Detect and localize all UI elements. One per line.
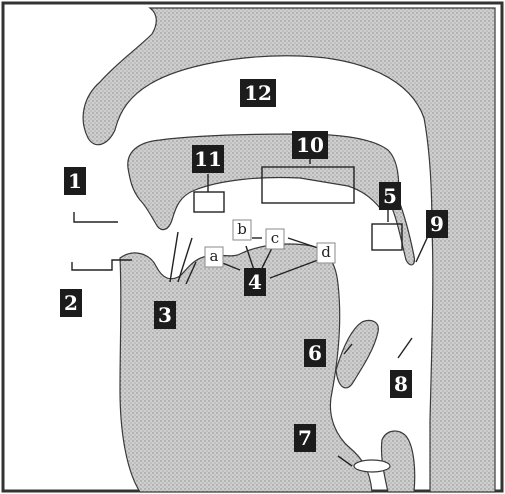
epiglottis-shape <box>336 320 378 387</box>
label-4: 4 <box>244 268 266 296</box>
label-9: 9 <box>426 210 448 238</box>
velum-box <box>372 224 402 250</box>
svg-text:7: 7 <box>298 426 312 450</box>
label-12: 12 <box>240 79 276 107</box>
label-1: 1 <box>64 167 86 195</box>
letter-label-c: c <box>266 229 284 249</box>
svg-text:4: 4 <box>248 270 262 294</box>
svg-text:c: c <box>271 229 279 247</box>
svg-text:8: 8 <box>394 372 408 396</box>
label-2: 2 <box>60 289 82 317</box>
svg-text:9: 9 <box>430 212 444 236</box>
letter-label-b: b <box>233 220 251 240</box>
letter-label-a: a <box>205 247 223 267</box>
svg-text:11: 11 <box>194 147 222 171</box>
label-8: 8 <box>390 370 412 398</box>
svg-text:a: a <box>210 247 219 265</box>
label-6: 6 <box>304 339 326 367</box>
label-7: 7 <box>294 424 316 452</box>
svg-text:b: b <box>237 220 247 238</box>
svg-text:5: 5 <box>383 184 397 208</box>
svg-text:2: 2 <box>64 291 78 315</box>
svg-text:6: 6 <box>308 341 322 365</box>
larynx-shape <box>381 431 414 492</box>
svg-text:3: 3 <box>158 303 172 327</box>
label-3: 3 <box>154 301 176 329</box>
svg-text:d: d <box>321 243 331 261</box>
letter-label-d: d <box>317 243 335 263</box>
svg-text:10: 10 <box>296 133 324 157</box>
svg-text:12: 12 <box>244 81 272 105</box>
label-11: 11 <box>192 145 224 173</box>
palate-region <box>128 134 399 230</box>
svg-text:1: 1 <box>68 169 82 193</box>
label-5: 5 <box>379 182 401 210</box>
glottis-shape <box>354 460 390 472</box>
label-10: 10 <box>292 131 328 159</box>
alveolar-ridge-box <box>194 192 224 212</box>
